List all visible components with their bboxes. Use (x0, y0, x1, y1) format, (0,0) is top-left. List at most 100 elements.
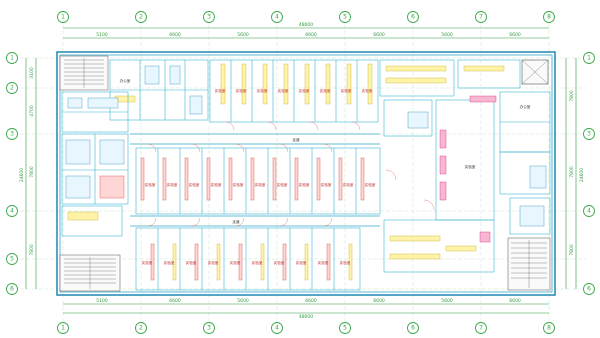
central-east-zone: 实验室 (379, 59, 495, 273)
top-span-7: 6600 (509, 32, 521, 38)
south-lab-row: 实验室 实验室 实验室 实验室 实验室 实验室 实验室 实验室 实验室 实验室 (135, 227, 361, 291)
stairwell-southeast (507, 237, 551, 291)
north-lab-2: 实验室 (236, 88, 247, 93)
right-axis-labels: 1 3 4 6 (583, 52, 595, 295)
top-overall-dim: 48000 (299, 22, 313, 28)
bottom-overall-dim: 48000 (299, 314, 313, 320)
north-lab-1: 实验室 (215, 88, 226, 93)
right-office-label: 办公室 (520, 104, 531, 109)
bottom-span-2: 6600 (169, 298, 181, 304)
left-span-3: 7800 (29, 166, 35, 178)
bottom-span-5: 6600 (373, 298, 385, 304)
south-lab-10: 实验室 (340, 260, 351, 265)
right-overall-dim: 24600 (579, 168, 585, 182)
middle-lab-9: 实验室 (321, 182, 332, 187)
axis-col-4-bottom: 4 (275, 325, 279, 332)
northwest-rooms: 办公室 (109, 59, 209, 121)
south-lab-6: 实验室 (252, 260, 263, 265)
axis-row-6-right: 6 (587, 286, 591, 293)
axis-col-8-bottom: 8 (547, 325, 551, 332)
north-lab-4: 实验室 (278, 88, 289, 93)
left-office-label: 办公室 (120, 78, 131, 83)
north-lab-7: 实验室 (341, 88, 352, 93)
left-axis-labels: 1 2 3 4 5 6 (6, 52, 18, 295)
top-dimensions: 48000 5100 6600 5600 6600 6600 5600 6600 (63, 22, 549, 39)
bottom-span-4: 6600 (305, 298, 317, 304)
north-lab-row: 实验室 实验室 实验室 实验室 实验室 实验室 实验室 实验室 (209, 59, 379, 123)
axis-col-5: 5 (343, 14, 347, 21)
axis-row-2-left: 2 (10, 85, 14, 92)
middle-lab-5: 实验室 (233, 182, 244, 187)
bottom-dimensions: 5100 6600 5600 6600 6600 5600 6600 48000 (63, 298, 549, 320)
axis-row-4-left: 4 (10, 208, 14, 215)
left-dimensions: 24600 3100 4700 7800 7800 (19, 58, 37, 289)
top-span-2: 6600 (169, 32, 181, 38)
south-lab-3: 实验室 (186, 260, 197, 265)
axis-row-1-right: 1 (587, 55, 591, 62)
bottom-span-6: 5600 (441, 298, 453, 304)
middle-lab-row: 实验室 实验室 实验室 实验室 实验室 实验室 实验室 实验室 实验室 实验室 … (135, 147, 381, 215)
north-lab-8: 实验室 (362, 88, 373, 93)
upper-corridor: 走道 (130, 133, 380, 145)
left-span-2: 4700 (29, 105, 35, 117)
top-span-5: 6600 (373, 32, 385, 38)
south-lab-9: 实验室 (318, 260, 329, 265)
south-lab-7: 实验室 (274, 260, 285, 265)
middle-lab-8: 实验室 (299, 182, 310, 187)
axis-col-7-bottom: 7 (479, 325, 483, 332)
axis-col-6-bottom: 6 (411, 325, 415, 332)
south-lab-1: 实验室 (142, 260, 153, 265)
lower-corridor-label: 走道 (232, 219, 240, 224)
far-east-zone: 办公室 (457, 59, 551, 235)
axis-row-4-right: 4 (587, 208, 591, 215)
south-lab-8: 实验室 (296, 260, 307, 265)
lower-corridor: 走道 (130, 215, 380, 227)
axis-col-2-bottom: 2 (139, 325, 143, 332)
axis-col-1: 1 (61, 14, 65, 21)
south-lab-5: 实验室 (230, 260, 241, 265)
right-span-2: 7800 (569, 166, 575, 178)
middle-lab-4: 实验室 (211, 182, 222, 187)
middle-lab-7: 实验室 (277, 182, 288, 187)
axis-row-3-left: 3 (10, 131, 14, 138)
elevator-northeast (521, 59, 549, 85)
middle-lab-6: 实验室 (255, 182, 266, 187)
middle-lab-10: 实验室 (343, 182, 354, 187)
door-swings (147, 121, 435, 227)
outer-walls (56, 51, 556, 296)
top-span-6: 5600 (441, 32, 453, 38)
bottom-span-3: 5600 (237, 298, 249, 304)
axis-col-2: 2 (139, 14, 143, 21)
left-span-1: 3100 (29, 67, 35, 79)
axis-col-1-bottom: 1 (61, 325, 65, 332)
right-span-3: 7800 (569, 244, 575, 256)
south-lab-4: 实验室 (208, 260, 219, 265)
right-dimensions: 24600 7800 7800 7800 (565, 58, 585, 289)
middle-lab-3: 实验室 (189, 182, 200, 187)
axis-col-7: 7 (479, 14, 483, 21)
axis-col-3-bottom: 3 (207, 325, 211, 332)
north-lab-5: 实验室 (299, 88, 310, 93)
left-overall-dim: 24600 (19, 168, 25, 182)
middle-lab-1: 实验室 (145, 182, 156, 187)
axis-row-5-left: 5 (10, 256, 14, 263)
stairwell-southwest (59, 254, 121, 292)
top-span-4: 6600 (305, 32, 317, 38)
bottom-axis-labels: 1 2 3 4 5 6 7 8 (57, 322, 555, 334)
north-lab-6: 实验室 (320, 88, 331, 93)
middle-lab-2: 实验室 (167, 182, 178, 187)
axis-col-3: 3 (207, 14, 211, 21)
bottom-span-1: 5100 (96, 298, 108, 304)
stairwell-northwest (59, 55, 109, 91)
axis-col-8: 8 (547, 14, 551, 21)
top-span-3: 5600 (237, 32, 249, 38)
axis-col-6: 6 (411, 14, 415, 21)
axis-row-6-left: 6 (10, 286, 14, 293)
axis-row-3-right: 3 (587, 131, 591, 138)
south-lab-2: 实验室 (164, 260, 175, 265)
axis-col-5-bottom: 5 (343, 325, 347, 332)
top-span-1: 5100 (96, 32, 108, 38)
right-span-1: 7800 (569, 90, 575, 102)
upper-corridor-label: 走道 (292, 137, 300, 142)
